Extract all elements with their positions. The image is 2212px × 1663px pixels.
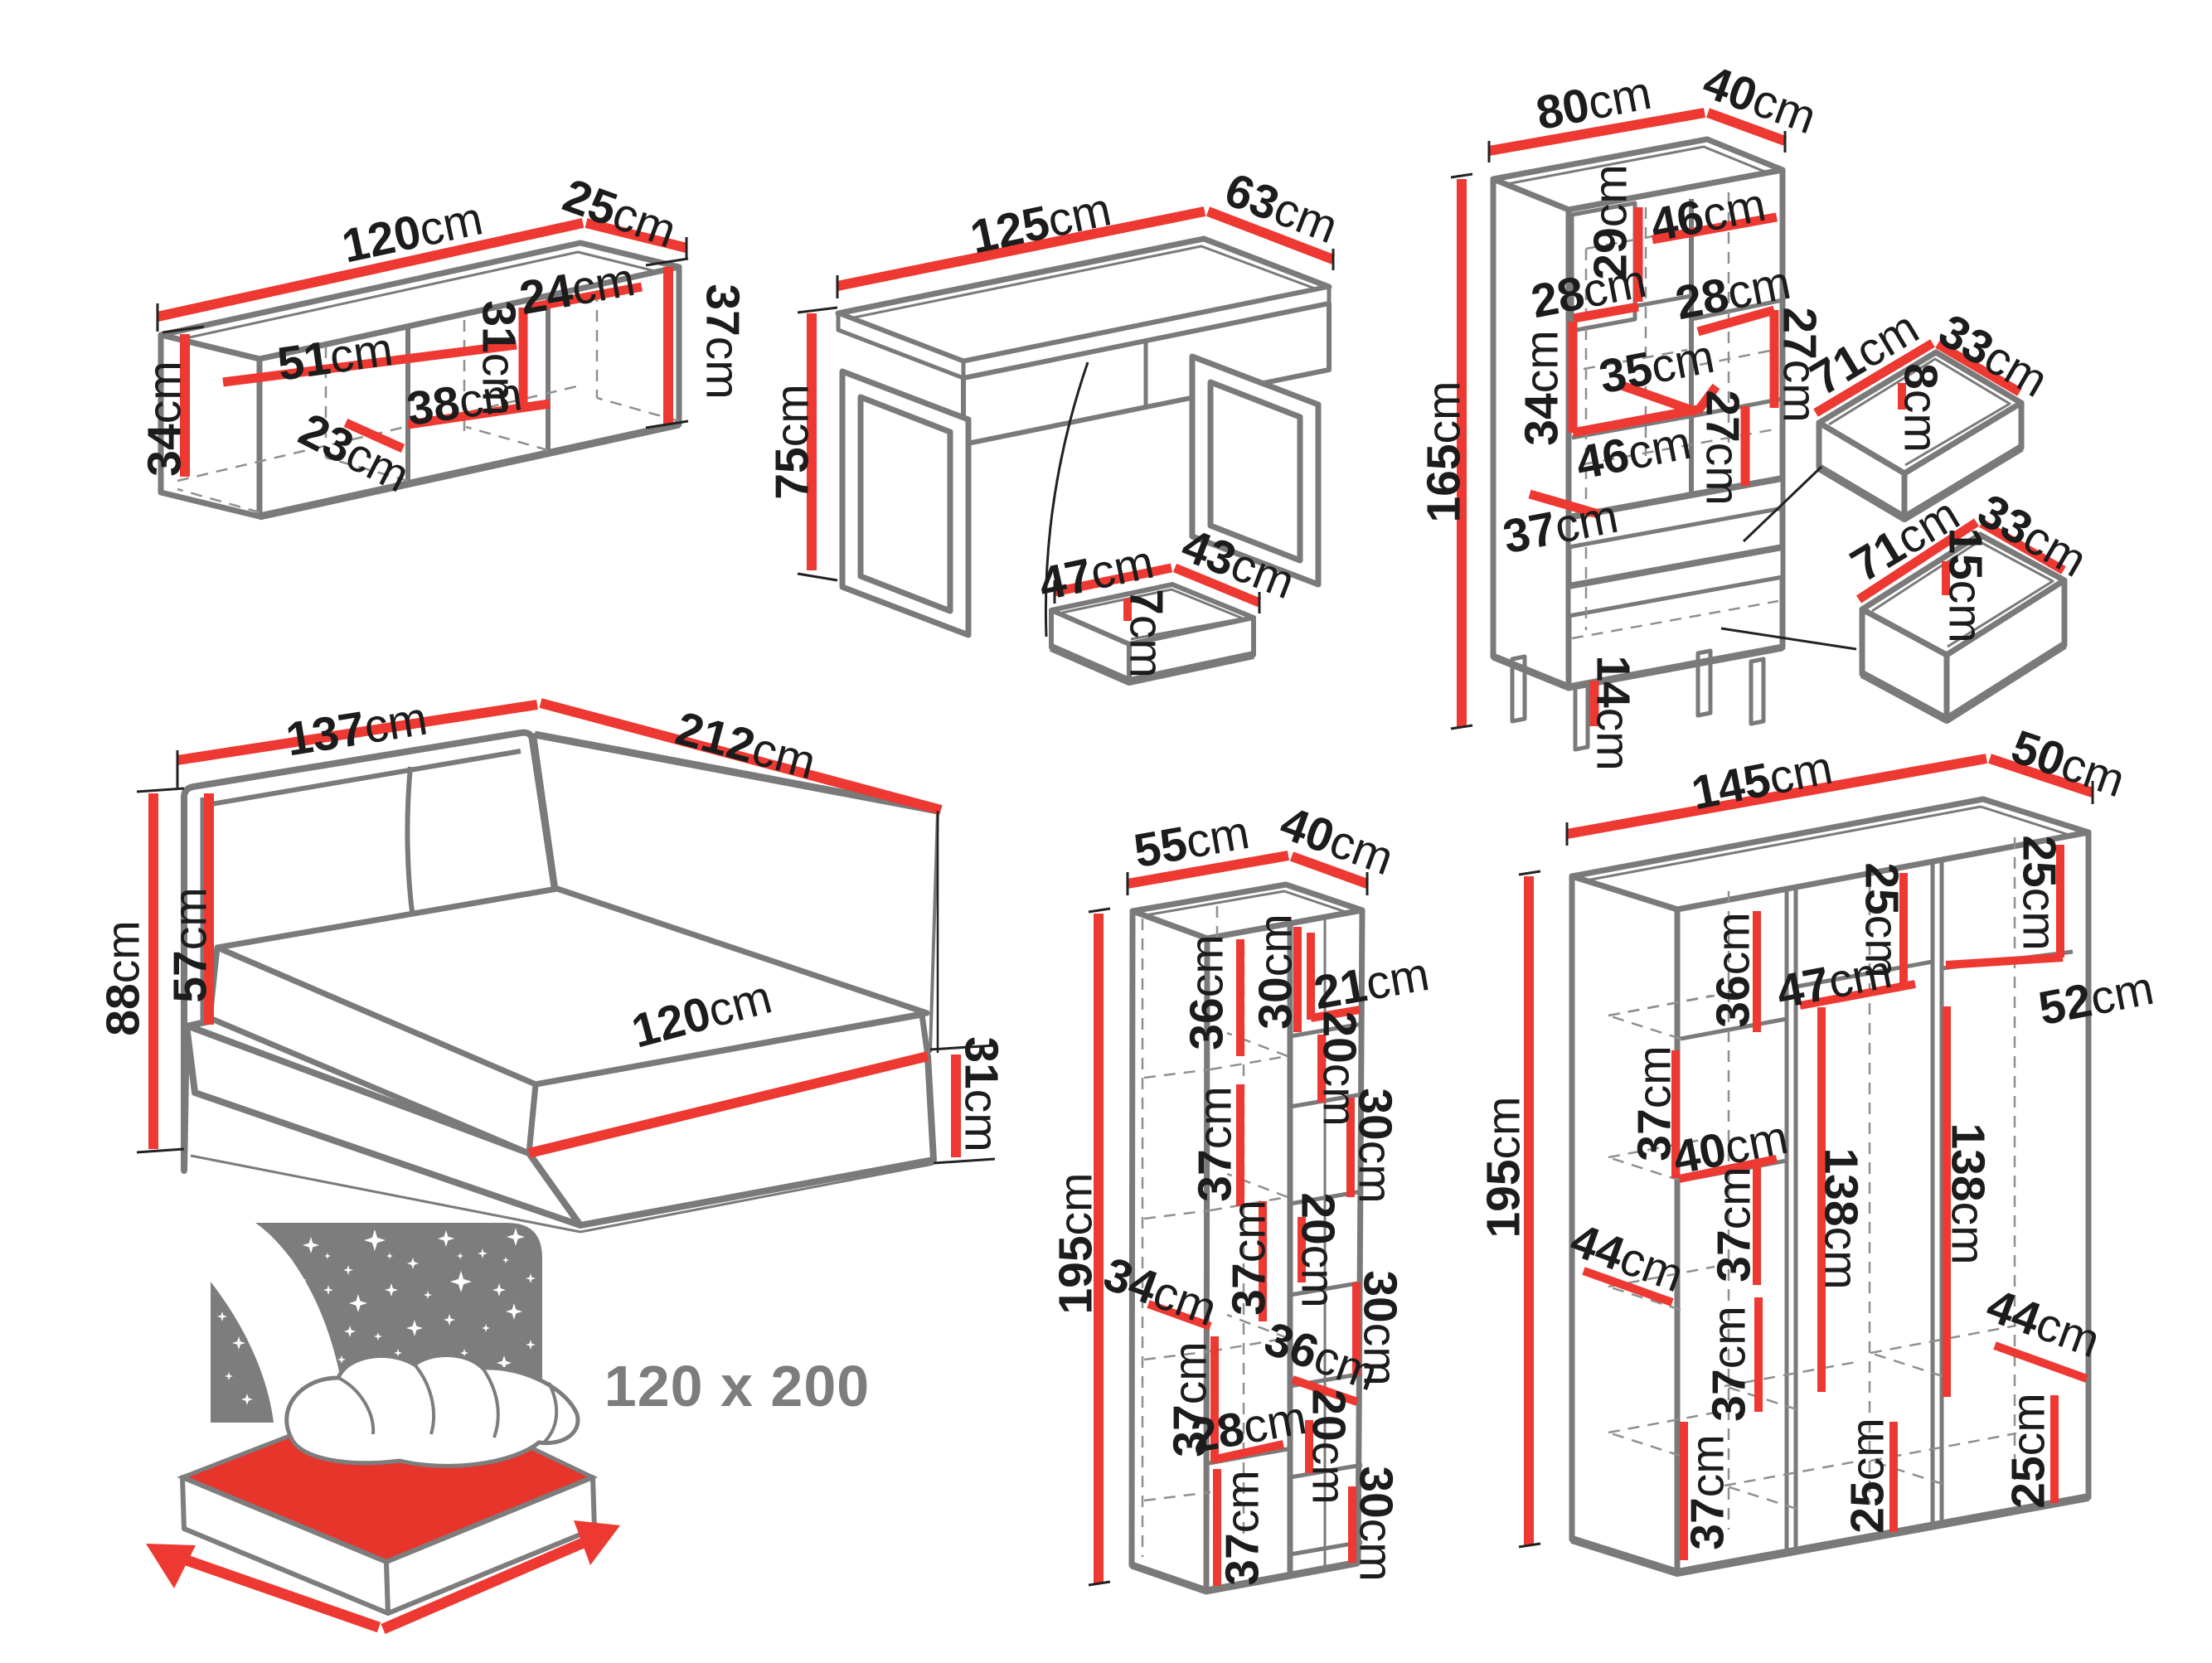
svg-text:7cm: 7cm	[1119, 589, 1172, 678]
svg-text:75cm: 75cm	[766, 384, 819, 499]
svg-text:46cm: 46cm	[1647, 178, 1770, 252]
svg-text:57cm: 57cm	[164, 887, 217, 1002]
svg-text:30cm: 30cm	[1249, 914, 1302, 1029]
svg-text:20cm: 20cm	[1302, 1389, 1355, 1504]
svg-text:37cm: 37cm	[1216, 1470, 1269, 1585]
svg-text:165cm: 165cm	[1418, 381, 1471, 522]
svg-text:125cm: 125cm	[966, 182, 1116, 264]
svg-text:138cm: 138cm	[1941, 1122, 1994, 1264]
svg-text:34cm: 34cm	[138, 361, 192, 476]
svg-text:37cm: 37cm	[1703, 1306, 1756, 1421]
svg-text:14cm: 14cm	[1586, 655, 1639, 770]
svg-text:27cm: 27cm	[1773, 307, 1826, 422]
svg-text:37cm: 37cm	[1223, 1200, 1276, 1315]
svg-text:27cm: 27cm	[1695, 390, 1749, 505]
svg-text:138cm: 138cm	[1814, 1147, 1867, 1289]
svg-text:20cm: 20cm	[1291, 1192, 1344, 1307]
svg-text:25cm: 25cm	[2012, 835, 2065, 950]
svg-text:37cm: 37cm	[1681, 1434, 1734, 1549]
svg-text:120 x 200: 120 x 200	[604, 1354, 870, 1418]
svg-text:36cm: 36cm	[1707, 912, 1760, 1027]
svg-text:34cm: 34cm	[1516, 330, 1569, 445]
svg-text:37cm: 37cm	[696, 284, 749, 399]
svg-text:37cm: 37cm	[1164, 1341, 1217, 1457]
svg-text:30cm: 30cm	[1348, 1088, 1401, 1203]
svg-text:37cm: 37cm	[1708, 1166, 1761, 1282]
svg-text:195cm: 195cm	[1477, 1096, 1530, 1238]
svg-text:8cm: 8cm	[1894, 363, 1947, 453]
svg-text:30cm: 30cm	[1353, 1270, 1406, 1385]
svg-text:25cm: 25cm	[2002, 1393, 2055, 1508]
svg-text:36cm: 36cm	[1181, 934, 1234, 1050]
svg-text:31cm: 31cm	[954, 1036, 1007, 1151]
svg-text:195cm: 195cm	[1050, 1172, 1103, 1314]
svg-text:25cm: 25cm	[1841, 1418, 1894, 1533]
svg-text:15cm: 15cm	[1938, 527, 1991, 642]
svg-text:28cm: 28cm	[1187, 1391, 1310, 1463]
svg-text:37cm: 37cm	[1628, 1045, 1681, 1161]
svg-text:30cm: 30cm	[1349, 1466, 1402, 1581]
svg-text:29cm: 29cm	[1584, 164, 1637, 279]
svg-text:31cm: 31cm	[472, 300, 525, 415]
svg-text:88cm: 88cm	[97, 920, 150, 1035]
svg-text:25cm: 25cm	[1855, 862, 1908, 977]
svg-text:20cm: 20cm	[1312, 1011, 1366, 1126]
svg-text:37cm: 37cm	[1189, 1086, 1242, 1201]
